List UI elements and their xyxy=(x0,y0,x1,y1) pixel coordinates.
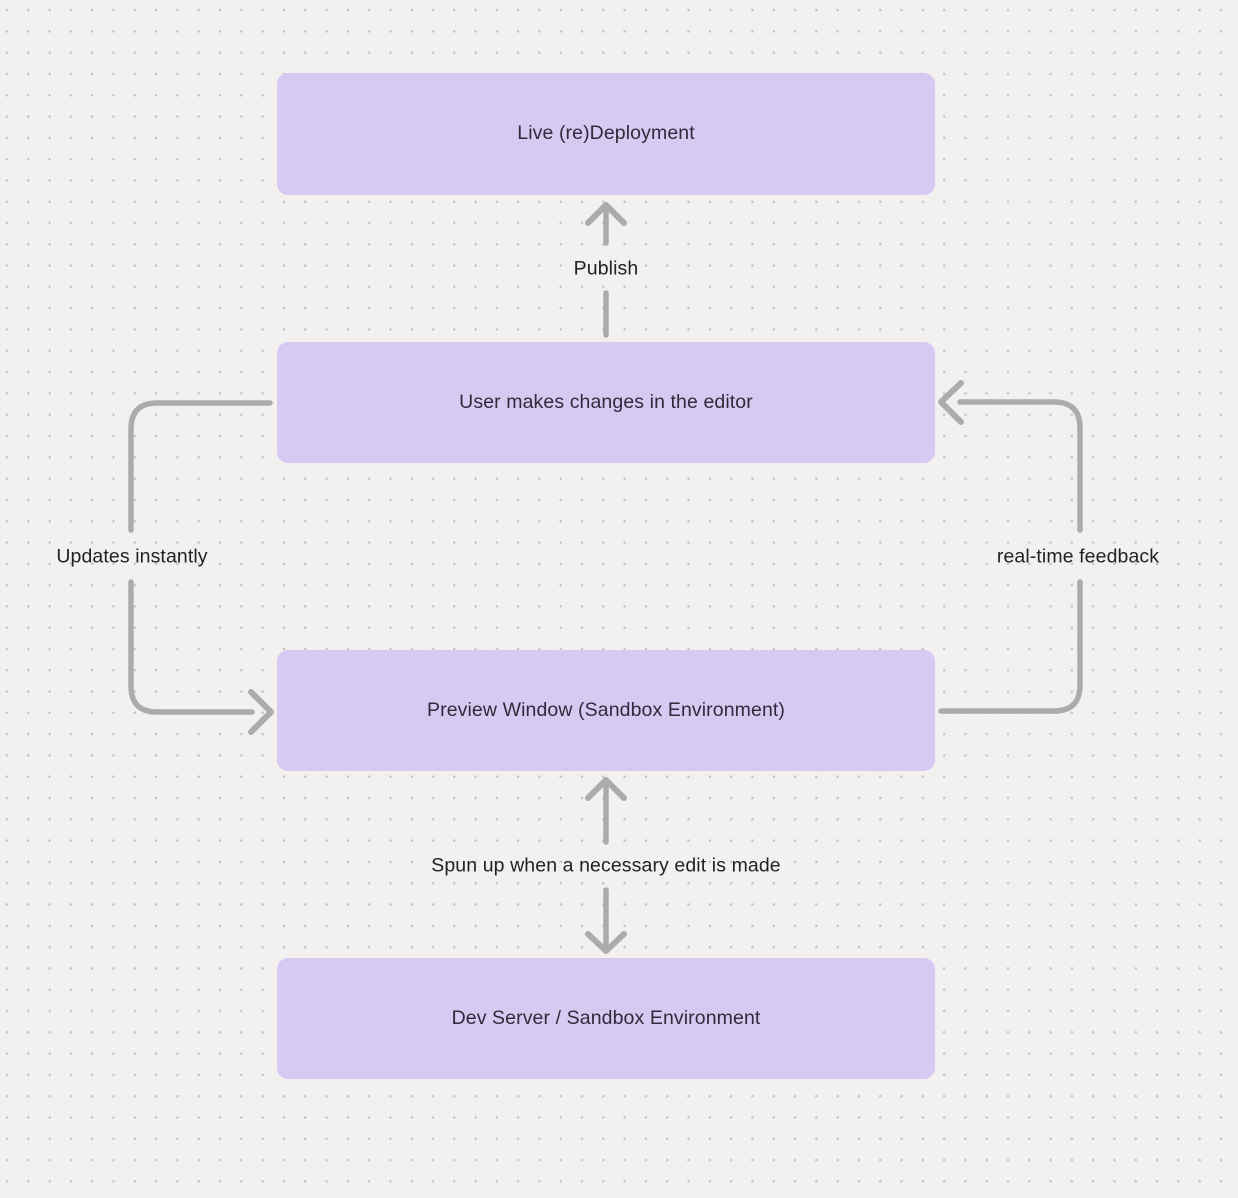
arrowhead-up-icon xyxy=(585,777,627,801)
arrowhead-up-icon xyxy=(585,202,627,226)
node-dev-server: Dev Server / Sandbox Environment xyxy=(277,958,935,1079)
edge-label-spun-up: Spun up when a necessary edit is made xyxy=(431,854,781,877)
node-preview-window: Preview Window (Sandbox Environment) xyxy=(277,650,935,771)
node-label: Dev Server / Sandbox Environment xyxy=(451,1006,761,1029)
node-label: Preview Window (Sandbox Environment) xyxy=(427,698,785,721)
arrowhead-down-icon xyxy=(585,931,627,954)
node-user-makes-changes: User makes changes in the editor xyxy=(277,342,935,463)
arrowhead-right-icon xyxy=(248,689,274,735)
node-label: User makes changes in the editor xyxy=(459,390,753,413)
edge-label-updates-instantly: Updates instantly xyxy=(56,545,208,568)
edge-label-publish: Publish xyxy=(573,257,639,280)
edge-label-real-time-feedback: real-time feedback xyxy=(996,545,1160,568)
arrowhead-left-icon xyxy=(938,380,964,425)
node-label: Live (re)Deployment xyxy=(517,122,695,145)
node-live-redeployment: Live (re)Deployment xyxy=(277,73,935,195)
